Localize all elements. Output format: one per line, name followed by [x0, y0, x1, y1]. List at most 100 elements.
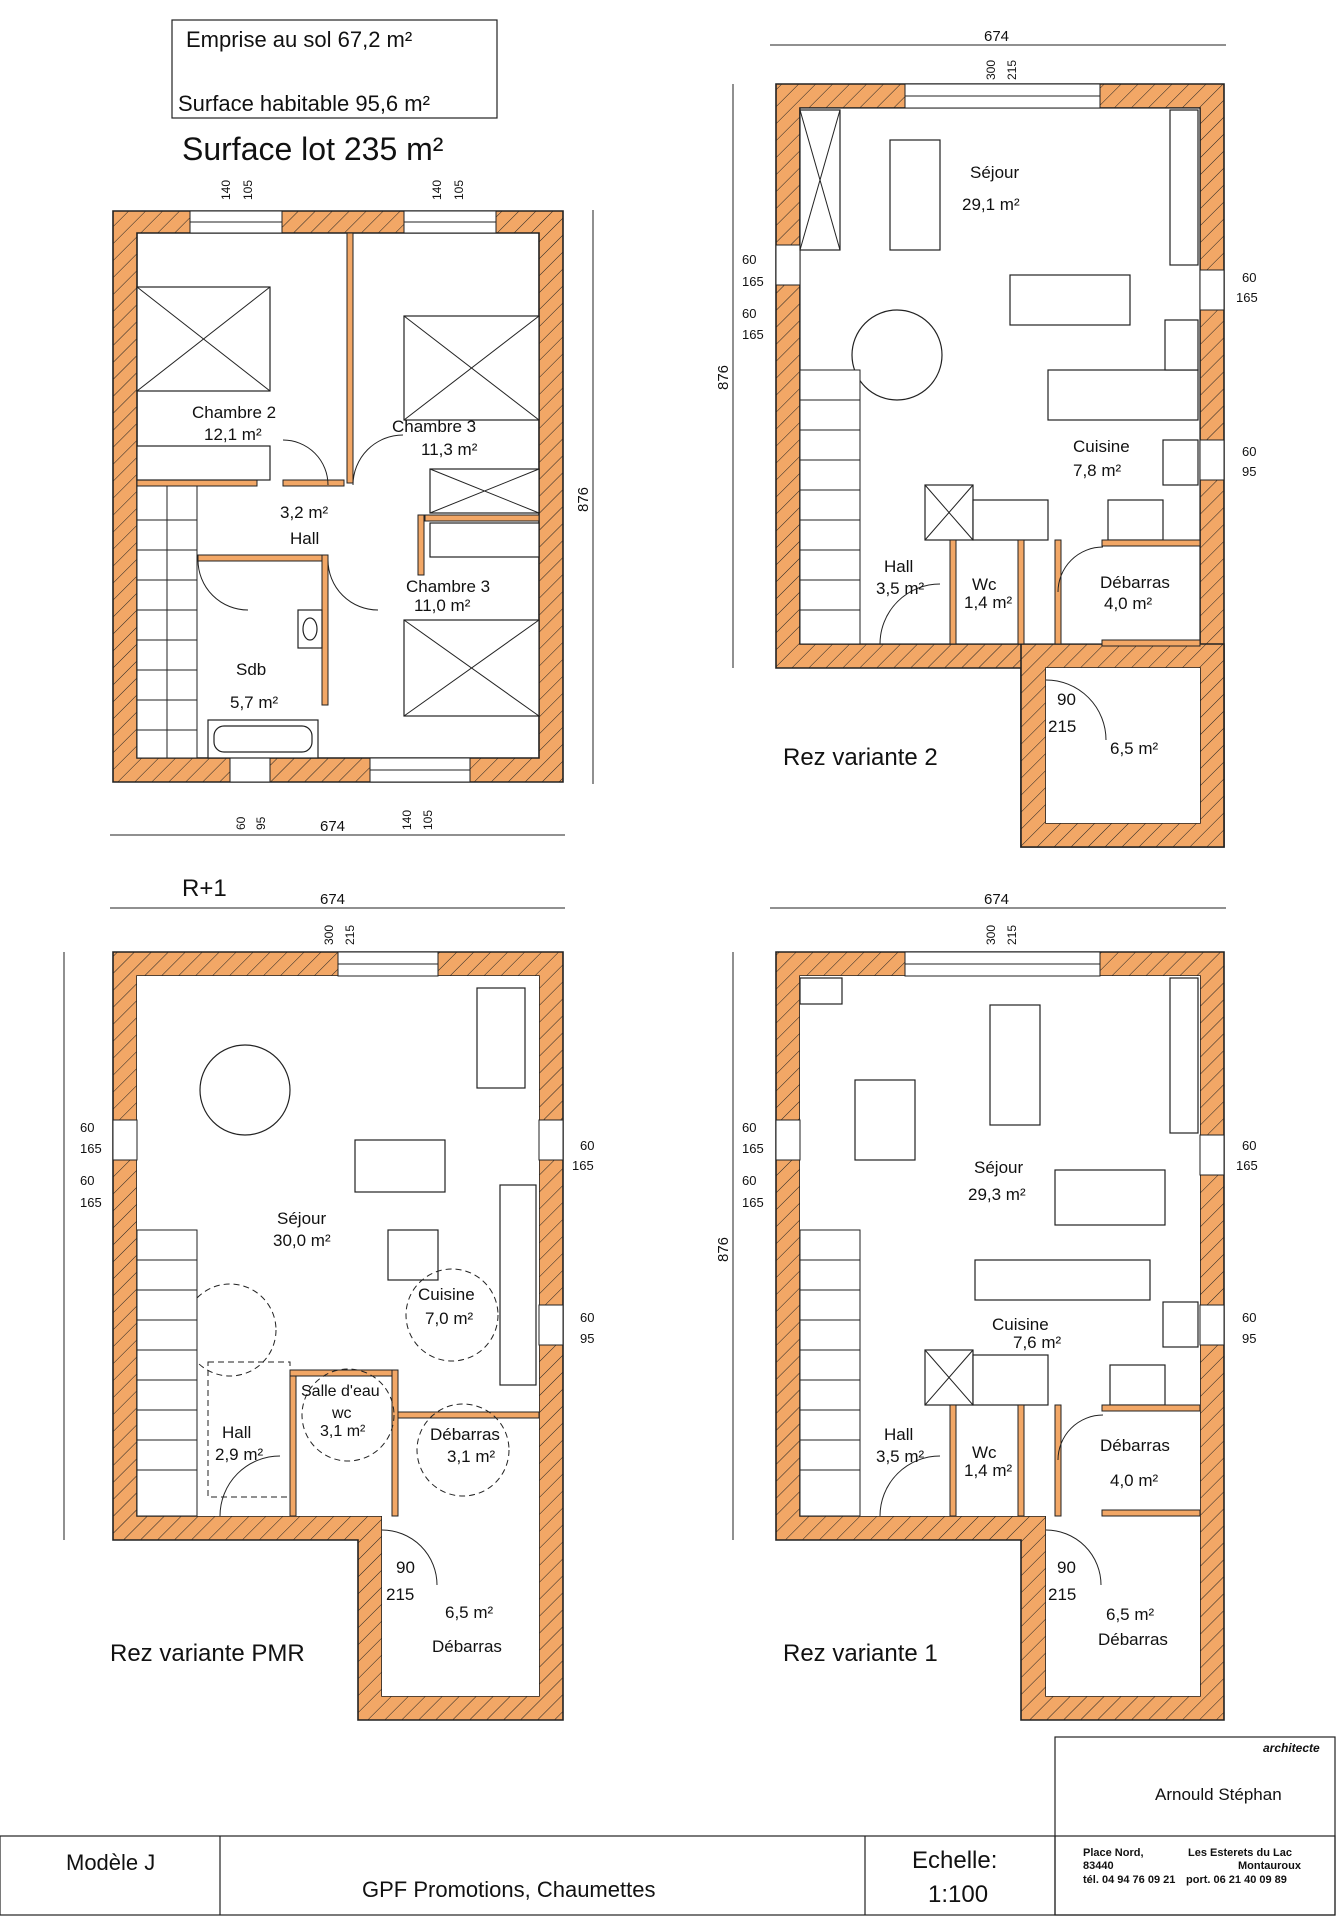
v1-width-dim: 674 — [984, 891, 1009, 908]
v2-cuisine-area: 7,8 m² — [1073, 461, 1122, 480]
etage-dim-60: 60 — [234, 816, 248, 830]
architect-role: architecte — [1263, 1741, 1320, 1755]
pmr-dim-90: 90 — [396, 1558, 415, 1577]
address-line2: 83440 — [1083, 1860, 1114, 1872]
v2-dim-215: 215 — [1005, 60, 1019, 80]
level-label: R+1 — [182, 875, 227, 902]
pmr-annexe-label: Débarras — [432, 1637, 502, 1656]
address-line4: Montauroux — [1238, 1860, 1302, 1872]
chambre2-label: Chambre 2 — [192, 403, 276, 422]
pmr-hall-label: Hall — [222, 1423, 251, 1442]
pmr-debarras-area: 3,1 m² — [447, 1447, 496, 1466]
chambre2-area: 12,1 m² — [204, 425, 262, 444]
v1-dim-60d: 60 — [1242, 1310, 1256, 1325]
emprise-text: Emprise au sol 67,2 m² — [186, 27, 412, 52]
v1-dim-90: 90 — [1057, 1558, 1076, 1577]
etage-dim-105a: 105 — [241, 180, 255, 200]
surface-lot-text: Surface lot 235 m² — [182, 131, 444, 167]
mobile-phone: port. 06 21 40 09 89 — [1186, 1874, 1287, 1886]
chambre3a-label: Chambre 3 — [392, 417, 476, 436]
plan-variante-pmr: R+1 Séjo — [63, 875, 594, 1721]
v2-dim-165c: 165 — [1236, 290, 1258, 305]
plan-etage: Chambre 2 12,1 m² Chambre 3 11,3 m² 3,2 … — [110, 180, 594, 836]
v2-height-dim: 876 — [715, 365, 732, 390]
etage-dim-95: 95 — [254, 816, 268, 830]
echelle-value: 1:100 — [928, 1881, 988, 1908]
pmr-cuisine-area: 7,0 m² — [425, 1309, 474, 1328]
v2-dim-60b: 60 — [742, 306, 756, 321]
v1-wc-area: 1,4 m² — [964, 1461, 1013, 1480]
pmr-dim-60a: 60 — [80, 1120, 94, 1135]
chambre3b-area: 11,0 m² — [414, 596, 471, 615]
etage-dim-140a: 140 — [219, 180, 233, 200]
v2-hall-area: 3,5 m² — [876, 579, 925, 598]
v2-dim-60a: 60 — [742, 252, 756, 267]
address-line3: Les Esterets du Lac — [1188, 1847, 1292, 1859]
v2-sejour-area: 29,1 m² — [962, 195, 1020, 214]
v2-wc-area: 1,4 m² — [964, 593, 1013, 612]
sdb-area: 5,7 m² — [230, 693, 279, 712]
v2-width-dim: 674 — [984, 28, 1009, 45]
pmr-dim-165c: 165 — [572, 1158, 594, 1173]
v1-dim-165a: 165 — [742, 1141, 764, 1156]
pmr-dim-215: 215 — [343, 925, 357, 945]
v1-dim-165c: 165 — [1236, 1158, 1258, 1173]
pmr-dim-60c: 60 — [580, 1138, 594, 1153]
pmr-wc-label: wc — [331, 1405, 352, 1422]
pmr-dim-60b: 60 — [80, 1173, 94, 1188]
plan-variante-2: Séjour 29,1 m² Cuisine 7,8 m² Hall 3,5 m… — [715, 28, 1258, 848]
phone: tél. 04 94 76 09 21 — [1083, 1874, 1175, 1886]
v1-dim-215: 215 — [1005, 925, 1019, 945]
v2-dim-95a: 95 — [1242, 464, 1256, 479]
pmr-cuisine-label: Cuisine — [418, 1285, 475, 1304]
title-block: Modèle J GPF Promotions, Chaumettes Eche… — [0, 1736, 1336, 1916]
etage-width-dim: 674 — [320, 818, 345, 835]
v2-annexe-area: 6,5 m² — [1110, 739, 1159, 758]
v1-dim-165b: 165 — [742, 1195, 764, 1210]
sdb-label: Sdb — [236, 660, 266, 679]
echelle-label: Echelle: — [912, 1847, 997, 1874]
v1-dim-60b: 60 — [742, 1173, 756, 1188]
pmr-sejour-area: 30,0 m² — [273, 1231, 331, 1250]
v1-sejour-area: 29,3 m² — [968, 1185, 1026, 1204]
hall-area: 3,2 m² — [280, 503, 329, 522]
v1-annexe-label: Débarras — [1098, 1630, 1168, 1649]
v2-dim-300: 300 — [984, 60, 998, 80]
v1-dim-60a: 60 — [742, 1120, 756, 1135]
v2-dim-90: 90 — [1057, 690, 1076, 709]
chambre3a-area: 11,3 m² — [421, 440, 478, 459]
v1-hall-label: Hall — [884, 1425, 913, 1444]
v2-cuisine-label: Cuisine — [1073, 437, 1130, 456]
chambre3b-label: Chambre 3 — [406, 577, 490, 596]
v2-variant-label: Rez variante 2 — [783, 744, 938, 771]
architect-name: Arnould Stéphan — [1155, 1785, 1282, 1804]
v1-annexe-area: 6,5 m² — [1106, 1605, 1155, 1624]
v1-cuisine-label: Cuisine — [992, 1315, 1049, 1334]
plan-variante-1: Séjour 29,3 m² Cuisine 7,6 m² Hall 3,5 m… — [715, 891, 1258, 1721]
etage-dim-105c: 105 — [421, 810, 435, 830]
projet-label: GPF Promotions, Chaumettes — [362, 1877, 655, 1902]
v2-dim-60d: 60 — [1242, 444, 1256, 459]
surface-habitable-text: Surface habitable 95,6 m² — [178, 91, 430, 116]
v2-debarras-area: 4,0 m² — [1104, 594, 1153, 613]
v2-sejour-label: Séjour — [970, 163, 1019, 182]
v1-dim-215b: 215 — [1048, 1585, 1076, 1604]
v1-dim-60c: 60 — [1242, 1138, 1256, 1153]
v1-sejour-label: Séjour — [974, 1158, 1023, 1177]
v2-debarras-label: Débarras — [1100, 573, 1170, 592]
v1-cuisine-area: 7,6 m² — [1013, 1333, 1062, 1352]
pmr-debarras-label: Débarras — [430, 1425, 500, 1444]
v2-wc-label: Wc — [972, 575, 997, 594]
pmr-dim-300: 300 — [322, 925, 336, 945]
etage-height-dim: 876 — [575, 487, 592, 512]
pmr-dim-215b: 215 — [386, 1585, 414, 1604]
v1-hall-area: 3,5 m² — [876, 1447, 925, 1466]
etage-dim-105b: 105 — [452, 180, 466, 200]
summary-box: Emprise au sol 67,2 m² Surface habitable… — [171, 19, 498, 167]
etage-dim-140c: 140 — [400, 810, 414, 830]
v1-dim-300: 300 — [984, 925, 998, 945]
pmr-annexe-area: 6,5 m² — [445, 1603, 494, 1622]
v2-hall-label: Hall — [884, 557, 913, 576]
pmr-dim-95a: 95 — [580, 1331, 594, 1346]
